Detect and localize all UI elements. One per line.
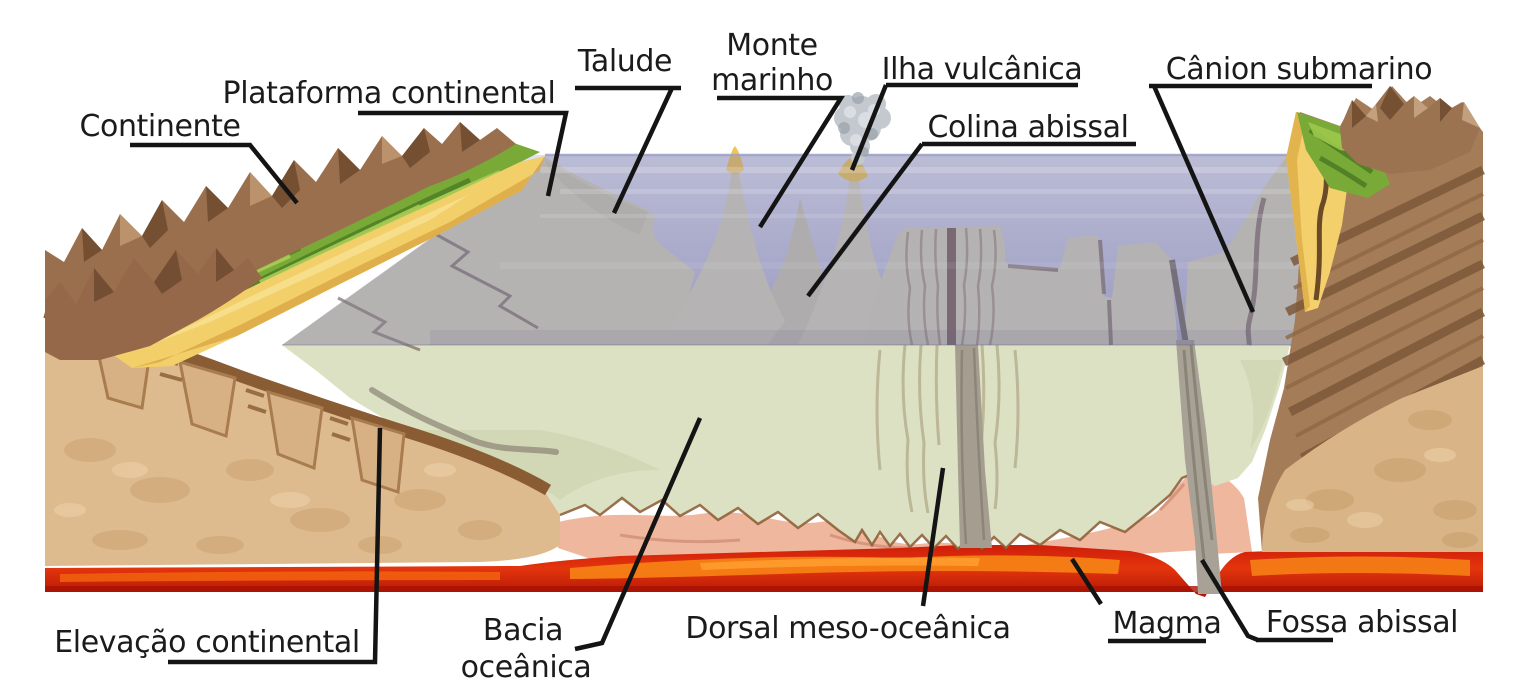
mid-ocean-ridge xyxy=(862,226,1178,345)
labels: Continente Plataforma continental Talude… xyxy=(54,28,1458,685)
label-canion-submarino: Cânion submarino xyxy=(1166,52,1433,87)
leader-fossa-abissal xyxy=(1200,558,1333,643)
leader-ilha-vulcanica xyxy=(849,82,1078,171)
leader-elevacao-continental xyxy=(168,427,383,665)
seamount-cap xyxy=(726,146,744,174)
label-ilha-vulcanica: Ilha vulcânica xyxy=(882,52,1083,87)
right-continent xyxy=(1258,86,1486,552)
label-dorsal-meso-oceanica: Dorsal meso-oceânica xyxy=(685,611,1010,646)
cut-face-crack xyxy=(369,387,559,455)
water-light-streaks xyxy=(430,167,1318,345)
trench-slab xyxy=(955,259,1222,594)
leader-lines xyxy=(130,82,1372,665)
cut-face-shading xyxy=(420,360,1283,500)
label-continente: Continente xyxy=(79,109,240,144)
water-tint-overlay xyxy=(282,155,1318,345)
submerged-relief xyxy=(282,146,1318,514)
leader-colina-abissal xyxy=(806,141,1136,298)
label-bacia-oceanica-line1: Bacia xyxy=(483,613,563,648)
leader-plataforma-continental xyxy=(358,110,569,197)
leader-dorsal-meso-oceanica xyxy=(920,467,946,607)
label-talude: Talude xyxy=(577,44,672,79)
leader-continente xyxy=(130,142,299,205)
leader-canion-submarino xyxy=(1149,83,1372,313)
leader-bacia-oceanica xyxy=(574,417,703,652)
label-elevacao-continental: Elevação continental xyxy=(54,625,360,660)
leader-talude xyxy=(575,85,681,214)
continental-shelf-slope xyxy=(282,157,745,345)
right-continental-slope xyxy=(1184,155,1318,345)
magma-layer xyxy=(45,545,1483,597)
oceanic-crust-cut-face xyxy=(282,345,1290,549)
leader-magma xyxy=(1070,557,1206,644)
lower-crust-salmon-layer xyxy=(558,472,1252,562)
label-fossa-abissal: Fossa abissal xyxy=(1266,605,1458,640)
left-continent xyxy=(45,122,545,368)
leader-monte-marinho xyxy=(717,95,846,229)
label-plataforma-continental: Plataforma continental xyxy=(223,76,556,111)
crust-bottom-outline xyxy=(559,472,1193,551)
seamount xyxy=(658,163,800,345)
label-magma: Magma xyxy=(1113,606,1222,641)
label-monte-marinho-line1: Monte xyxy=(726,28,817,63)
ridge-rift xyxy=(947,228,956,345)
label-bacia-oceanica-line2: oceânica xyxy=(461,650,592,685)
label-colina-abissal: Colina abissal xyxy=(927,110,1128,145)
label-monte-marinho-line2: marinho xyxy=(711,63,833,98)
